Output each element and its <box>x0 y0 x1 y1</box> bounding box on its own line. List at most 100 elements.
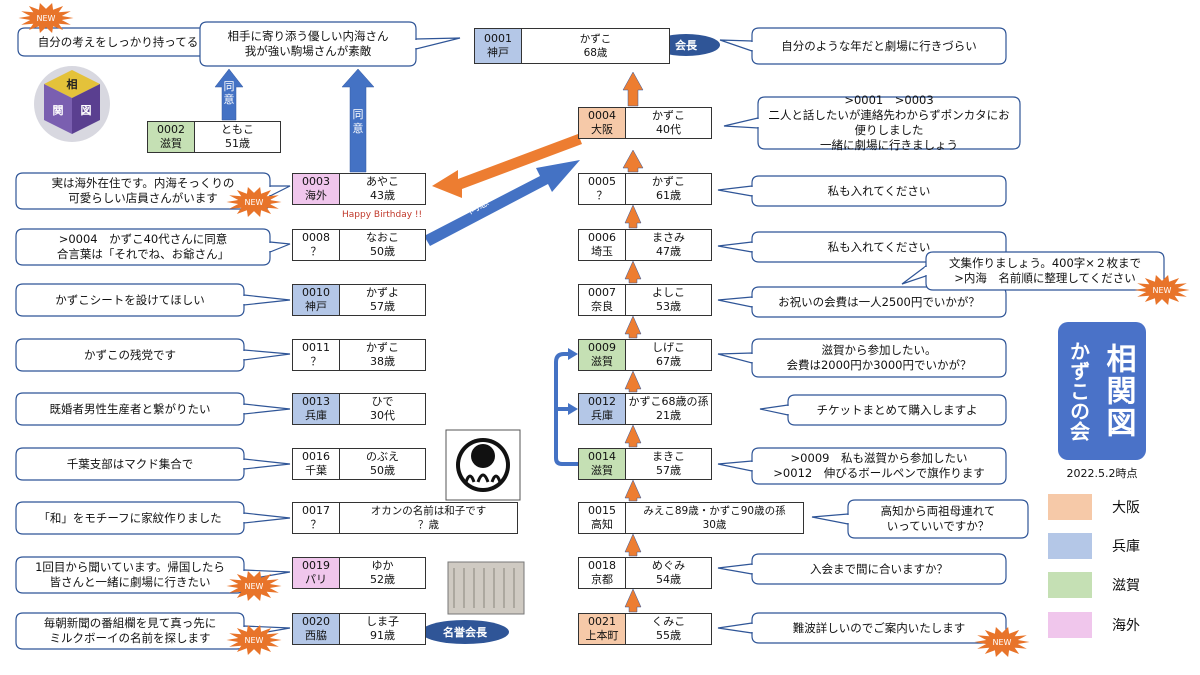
new-badge-0020-text: NEW <box>245 636 264 645</box>
member-card-0004: 0004 大阪 かずこ 40代 <box>578 107 712 139</box>
callout-c0001 <box>751 27 1007 65</box>
comment-line: >0012 伸びるボールペンで旗作ります <box>773 466 985 480</box>
member-id: 0010 <box>302 286 330 299</box>
member-id: 0009 <box>588 341 616 354</box>
comment-c0011: かずこの残党です <box>16 339 244 371</box>
center-connector-3 <box>624 370 642 393</box>
member-id: 0006 <box>588 231 616 244</box>
member-id: 0008 <box>302 231 330 244</box>
member-id-cell: 0016 千葉 <box>293 449 340 479</box>
comment-c0003: 実は海外在住です。内海そっくりの可愛らしい店員さんがいます <box>16 173 270 209</box>
center-connector-6 <box>624 533 642 557</box>
callout-tail-c0007 <box>717 296 753 308</box>
member-id-cell: 0012 兵庫 <box>579 394 626 424</box>
member-id-cell: 0002 滋賀 <box>148 122 195 152</box>
comment-line: かずこシートを設けてほしい <box>55 292 205 307</box>
member-name: かずこ <box>579 33 612 45</box>
comment-text: 文集作りましょう。400字×２枚まで>内海 名前順に整理してください <box>949 256 1141 286</box>
callout-c0010 <box>15 283 245 317</box>
member-age: 21歳 <box>656 409 681 422</box>
family-crest-rice <box>464 473 502 483</box>
callout-tail-c0003top <box>415 37 461 50</box>
member-name-cell: ひで 30代 <box>340 394 425 424</box>
member-id: 0014 <box>588 450 616 463</box>
comment-text: かずこの残党です <box>84 348 176 363</box>
comment-line: 二人と話したいが連絡先わからずポンカタにお便りしました <box>768 108 1010 137</box>
comment-line: 文集作りましょう。400字×２枚まで <box>949 256 1141 270</box>
callout-c0012 <box>787 394 1007 426</box>
comment-line: 相手に寄り添う優しい内海さん <box>227 29 389 43</box>
member-id-cell: 0019 パリ <box>293 558 340 588</box>
member-area: 上本町 <box>585 629 619 642</box>
member-area: 神戸 <box>305 300 327 313</box>
callout-tail-c0010 <box>243 294 291 306</box>
callout-c0017 <box>15 501 245 535</box>
comment-text: 実は海外在住です。内海そっくりの可愛らしい店員さんがいます <box>52 176 235 206</box>
comment-line: >内海 名前順に整理してください <box>954 271 1136 285</box>
callout-tail-c0014 <box>717 460 753 472</box>
member-name-cell: まきこ 57歳 <box>626 449 711 479</box>
member-id-cell: 0005 ？ <box>579 174 626 204</box>
callout-c0011 <box>15 338 245 372</box>
comment-line: ミルクボーイの名前を探します <box>49 631 211 645</box>
comment-text: 自分の考えをしっかり持ってる <box>38 35 198 50</box>
new-badge-0021-text: NEW <box>993 638 1012 647</box>
member-id: 0016 <box>302 450 330 463</box>
callout-tail-c0018 <box>717 563 753 575</box>
callout-c0018 <box>751 553 1007 585</box>
member-area: 滋賀 <box>591 355 613 368</box>
new-badge-0002 <box>18 3 74 33</box>
member-card-0002: 0002 滋賀 ともこ 51歳 <box>147 121 281 153</box>
comment-text: 滋賀から参加したい。会費は2000円か3000円でいかが？ <box>786 343 971 373</box>
new-badge-0007b-text: NEW <box>1153 286 1172 295</box>
comment-text: >0004 かずこ40代さんに同意合言葉は「それでね、お爺さん」 <box>57 232 229 262</box>
legend-label: 海外 <box>1112 618 1140 634</box>
member-age: 53歳 <box>656 300 681 313</box>
legend-item: 大阪 <box>1048 494 1140 520</box>
member-name: まさみ <box>652 231 685 244</box>
member-age: 30歳 <box>702 519 727 531</box>
member-id: 0001 <box>484 32 512 45</box>
center-connector-0 <box>624 204 642 229</box>
member-id: 0019 <box>302 559 330 572</box>
center-connector-4 <box>624 424 642 448</box>
comment-line: 1回目から聞いています。帰国したら <box>35 560 225 574</box>
callout-tail-c0008 <box>269 241 291 253</box>
comment-line: 合言葉は「それでね、お爺さん」 <box>56 247 230 261</box>
comment-c0009: 滋賀から参加したい。会費は2000円か3000円でいかが？ <box>752 339 1006 377</box>
member-name: あやこ <box>366 175 399 188</box>
new-badge-0019-text: NEW <box>245 582 264 591</box>
comment-line: 既婚者男性生産者と繋がりたい <box>49 401 211 416</box>
member-age: 57歳 <box>370 300 395 313</box>
member-id: 0015 <box>588 504 616 517</box>
legend-label: 大阪 <box>1112 500 1140 516</box>
member-name-cell: かずこ 38歳 <box>340 340 425 370</box>
member-name: かずこ68歳の孫 <box>628 395 709 408</box>
member-name-cell: しげこ 67歳 <box>626 340 711 370</box>
comment-line: 「和」をモチーフに家紋作りました <box>38 510 222 525</box>
comment-c0016: 千葉支部はマクド集合で <box>16 448 244 480</box>
new-badge-0019 <box>226 571 282 601</box>
comment-c0019: 1回目から聞いています。帰国したら皆さんと一緒に劇場に行きたい <box>16 557 244 593</box>
member-name: みえこ89歳・かずこ90歳の孫 <box>643 505 786 517</box>
comment-c0005: 私も入れてください <box>752 176 1006 206</box>
member-card-0005: 0005 ？ かずこ 61歳 <box>578 173 712 205</box>
arrow-0004-to-0001 <box>622 71 644 107</box>
member-name: かずよ <box>366 286 399 299</box>
member-area: 兵庫 <box>591 409 613 422</box>
member-name-cell: めぐみ 54歳 <box>626 558 711 588</box>
member-age: 50歳 <box>370 245 395 258</box>
arrow-0004-to-0003 <box>432 134 582 198</box>
comment-text: 毎朝新聞の番組欄を見て真っ先にミルクボーイの名前を探します <box>44 616 217 646</box>
member-name-cell: ともこ 51歳 <box>195 122 280 152</box>
member-name: ひで <box>371 395 394 408</box>
comment-line: お祝いの会費は一人2500円でいかが？ <box>778 294 980 309</box>
comment-c0008: >0004 かずこ40代さんに同意合言葉は「それでね、お爺さん」 <box>16 229 270 265</box>
member-card-0019: 0019 パリ ゆか 52歳 <box>292 557 426 589</box>
callout-c0009 <box>751 338 1007 378</box>
member-card-0015: 0015 高知 みえこ89歳・かずこ90歳の孫 30歳 <box>578 502 804 534</box>
member-name: まきこ <box>652 450 685 463</box>
logo-glyph-right: 図 <box>81 103 92 117</box>
member-name: ゆか <box>371 559 394 572</box>
comment-text: 私も入れてください <box>828 240 931 255</box>
